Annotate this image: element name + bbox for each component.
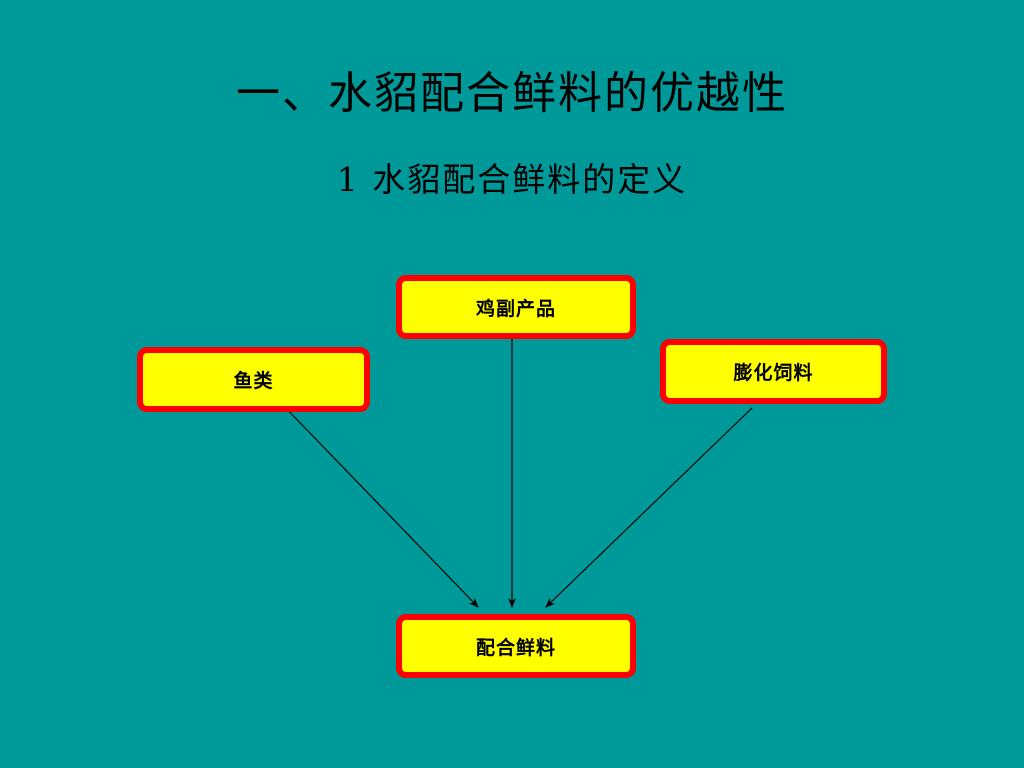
slide-subtitle: 1 水貂配合鲜料的定义 <box>336 160 688 199</box>
node-compound-fresh-feed-label: 配合鲜料 <box>475 636 556 659</box>
node-compound-fresh-feed: 配合鲜料 <box>396 614 636 678</box>
arrow-fish-to-result <box>279 401 479 608</box>
node-fish: 鱼类 <box>137 347 370 412</box>
node-chicken-byproducts: 鸡副产品 <box>396 275 636 339</box>
arrow-puffed-to-result <box>545 407 753 608</box>
node-puffed-feed-label: 膨化饲料 <box>733 362 814 384</box>
slide-title: 一、水貂配合鲜料的优越性 <box>236 68 788 119</box>
node-puffed-feed: 膨化饲料 <box>660 339 887 404</box>
node-fish-label: 鱼类 <box>233 370 274 392</box>
node-chicken-byproducts-label: 鸡副产品 <box>475 297 556 320</box>
